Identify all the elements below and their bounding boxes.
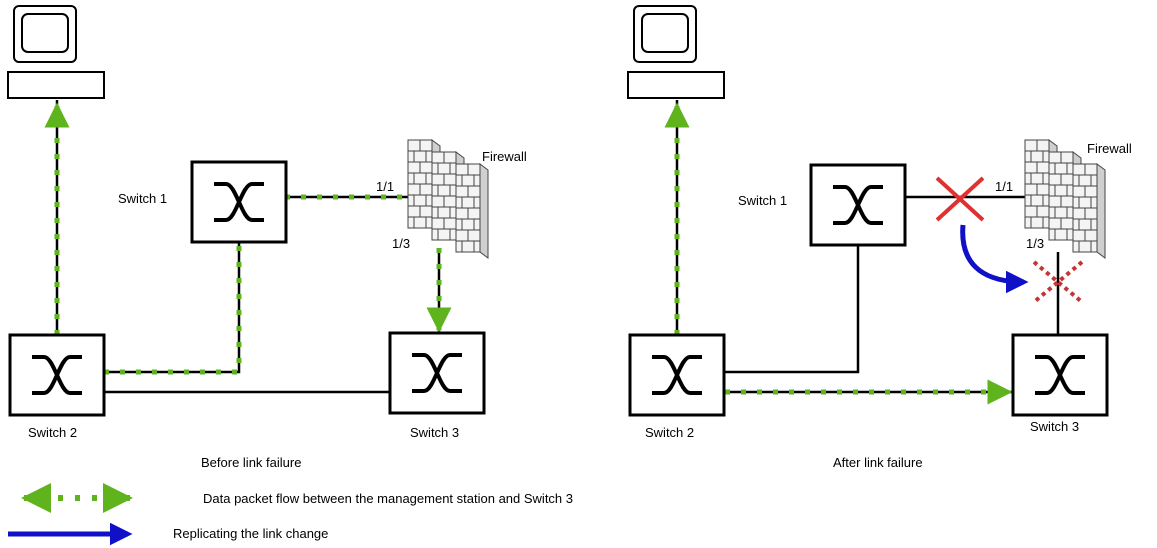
switch-icon bbox=[628, 333, 726, 417]
firewall-label: Firewall bbox=[1087, 141, 1132, 156]
failure-x-icon bbox=[935, 176, 985, 222]
right-panel: Switch 1 Switch 2 Switch 3 Firewall 1/1 … bbox=[627, 5, 1132, 470]
switch-icon bbox=[8, 333, 106, 417]
panel-caption: Before link failure bbox=[201, 455, 301, 470]
port-label: 1/3 bbox=[392, 236, 410, 251]
computer-icon bbox=[7, 5, 105, 99]
legend-replication-label: Replicating the link change bbox=[173, 526, 328, 541]
computer-icon bbox=[627, 5, 725, 99]
right-data-flow bbox=[664, 102, 1013, 405]
left-panel: Switch 1 Switch 2 Switch 3 Firewall 1/1 … bbox=[7, 5, 527, 470]
left-data-flow bbox=[44, 102, 452, 375]
panel-caption: After link failure bbox=[833, 455, 923, 470]
switch3-label: Switch 3 bbox=[1030, 419, 1079, 434]
switch-icon bbox=[190, 160, 288, 244]
port-label: 1/1 bbox=[995, 179, 1013, 194]
switch2-label: Switch 2 bbox=[645, 425, 694, 440]
firewall-icon bbox=[408, 140, 488, 258]
firewall-label: Firewall bbox=[482, 149, 527, 164]
switch-icon bbox=[388, 331, 486, 415]
legend-data-flow-label: Data packet flow between the management … bbox=[203, 491, 573, 506]
switch2-label: Switch 2 bbox=[28, 425, 77, 440]
replication-arrow bbox=[960, 224, 1029, 294]
switch3-label: Switch 3 bbox=[410, 425, 459, 440]
failure-x-icon bbox=[1032, 260, 1084, 304]
switch1-label: Switch 1 bbox=[118, 191, 167, 206]
legend: Data packet flow between the management … bbox=[8, 483, 573, 546]
switch-icon bbox=[809, 163, 907, 247]
switch1-label: Switch 1 bbox=[738, 193, 787, 208]
switch-icon bbox=[1011, 333, 1109, 417]
port-label: 1/1 bbox=[376, 179, 394, 194]
left-links bbox=[55, 100, 441, 394]
port-label: 1/3 bbox=[1026, 236, 1044, 251]
